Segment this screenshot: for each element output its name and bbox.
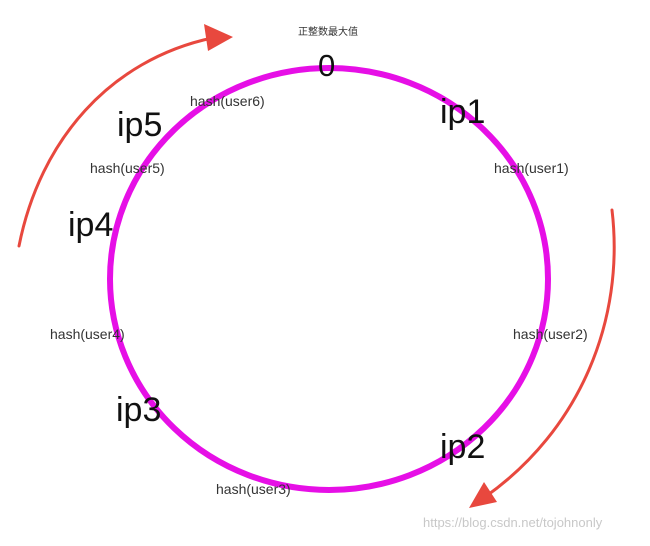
hash-ring bbox=[107, 65, 551, 493]
hash-user6: hash(user6) bbox=[190, 93, 265, 109]
node-ip2: ip2 bbox=[440, 428, 486, 466]
node-ip1: ip1 bbox=[440, 93, 486, 131]
hash-user4: hash(user4) bbox=[50, 326, 125, 342]
node-ip3: ip3 bbox=[116, 391, 162, 429]
max-integer-note: 正整数最大值 bbox=[298, 27, 358, 38]
node-ip4: ip4 bbox=[68, 206, 114, 244]
hash-user3: hash(user3) bbox=[216, 481, 291, 497]
ring-origin-label: 0 bbox=[318, 48, 336, 83]
watermark-url: https://blog.csdn.net/tojohnonly bbox=[423, 515, 603, 530]
hash-user2: hash(user2) bbox=[513, 326, 588, 342]
arrow-clockwise-bottom-right bbox=[469, 208, 616, 508]
hash-user5: hash(user5) bbox=[90, 160, 165, 176]
hash-user1: hash(user1) bbox=[494, 160, 569, 176]
node-ip5: ip5 bbox=[117, 106, 163, 144]
arrow-clockwise-top-left bbox=[17, 24, 233, 248]
